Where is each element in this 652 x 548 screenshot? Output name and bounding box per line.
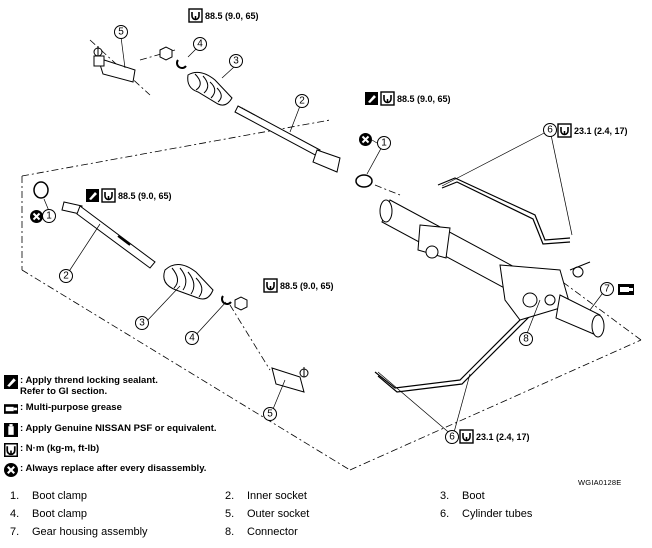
callout-2-upper: 2 [295, 94, 309, 108]
svg-text:88.5 (9.0, 65): 88.5 (9.0, 65) [205, 11, 259, 21]
grease-icon [618, 284, 634, 295]
svg-text:4: 4 [197, 39, 203, 50]
svg-text:2: 2 [299, 96, 305, 107]
torque-callout-tube-upper: 23.1 (2.4, 17) [557, 123, 628, 138]
part-item: 3.Boot [440, 490, 485, 502]
callout-8: 8 [519, 332, 533, 346]
psf-icon [4, 423, 18, 437]
callout-1-lower: 1 [42, 209, 56, 223]
torque-callout-lower-outer: 88.5 (9.0, 65) [263, 278, 334, 293]
parts-list: 1.Boot clamp 2.Inner socket 3.Boot 4.Boo… [0, 488, 652, 548]
replace-icon [358, 132, 373, 147]
svg-text:6: 6 [547, 125, 553, 136]
part-item: 8.Connector [225, 526, 298, 538]
svg-text:1: 1 [46, 211, 52, 222]
svg-text:5: 5 [267, 409, 273, 420]
svg-text:88.5 (9.0, 65): 88.5 (9.0, 65) [280, 281, 334, 291]
part-item: 6.Cylinder tubes [440, 508, 533, 520]
svg-text:2: 2 [63, 271, 69, 282]
replace-icon [29, 209, 44, 224]
grease-icon [4, 404, 18, 414]
callout-3-lower: 3 [135, 316, 149, 330]
svg-text:7: 7 [604, 284, 610, 295]
svg-text:23.1 (2.4, 17): 23.1 (2.4, 17) [476, 432, 530, 442]
callout-1-upper: 1 [377, 136, 391, 150]
legend-text: : Apply thrend locking sealant. Refer to… [20, 375, 158, 397]
callout-6-lower: 6 [445, 430, 459, 444]
svg-text:5: 5 [118, 27, 124, 38]
figure-id: WGIA0128E [578, 478, 622, 487]
replace-icon [4, 463, 18, 477]
part-item: 7.Gear housing assembly [10, 526, 148, 538]
sealant-icon [86, 189, 99, 202]
inner-socket-lower [61, 201, 156, 269]
legend-text: : Apply Genuine NISSAN PSF or equivalent… [20, 423, 217, 434]
sealant-icon [365, 92, 378, 105]
part-item: 1.Boot clamp [10, 490, 88, 502]
gear-housing-assembly [379, 199, 605, 338]
callout-4-lower: 4 [185, 331, 199, 345]
legend-row-psf: : Apply Genuine NISSAN PSF or equivalent… [4, 423, 217, 437]
outer-socket-lower [271, 367, 309, 393]
leader-lines [43, 36, 606, 437]
boot-clamp-ring-lower [33, 181, 49, 199]
boot-clamp-ring-upper [355, 174, 373, 188]
cylinder-tube-upper [437, 177, 571, 245]
outer-socket-upper [93, 46, 136, 83]
part-item: 4.Boot clamp [10, 508, 88, 520]
svg-text:8: 8 [523, 334, 529, 345]
svg-text:6: 6 [449, 432, 455, 443]
legend-row-grease: : Multi-purpose grease [4, 402, 122, 416]
torque-callout-tube-lower: 23.1 (2.4, 17) [459, 429, 530, 444]
callout-2-lower: 2 [59, 269, 73, 283]
torque-callout-upper-outer: 88.5 (9.0, 65) [188, 8, 259, 23]
svg-text:88.5 (9.0, 65): 88.5 (9.0, 65) [118, 191, 172, 201]
svg-text:3: 3 [139, 318, 145, 329]
callout-7: 7 [600, 282, 614, 296]
legend-text: : Multi-purpose grease [20, 402, 122, 413]
callout-5-lower: 5 [263, 407, 277, 421]
legend-row-torque: : N·m (kg-m, ft-lb) [4, 443, 99, 457]
callout-3-upper: 3 [229, 54, 243, 68]
legend-text: : Always replace after every disassembly… [20, 463, 207, 474]
boot-upper [187, 71, 233, 106]
sealant-icon [4, 375, 18, 389]
svg-text:88.5 (9.0, 65): 88.5 (9.0, 65) [397, 94, 451, 104]
legend-text: : N·m (kg-m, ft-lb) [20, 443, 100, 454]
svg-text:23.1 (2.4, 17): 23.1 (2.4, 17) [574, 126, 628, 136]
boot-lower [163, 264, 214, 300]
svg-text:1: 1 [381, 138, 387, 149]
boot-clamp-upper [159, 46, 187, 69]
torque-callout-upper-inner: 88.5 (9.0, 65) [365, 91, 451, 106]
callout-5-upper: 5 [114, 25, 128, 39]
boot-clamp-lower [221, 295, 248, 311]
torque-icon [4, 443, 18, 457]
callout-6-upper: 6 [543, 123, 557, 137]
callout-4-upper: 4 [193, 37, 207, 51]
part-item: 5.Outer socket [225, 508, 310, 520]
cylinder-tube-lower [374, 299, 543, 393]
part-item: 2.Inner socket [225, 490, 307, 502]
legend-row-sealant: : Apply thrend locking sealant. Refer to… [4, 375, 158, 397]
torque-callout-lower-inner: 88.5 (9.0, 65) [86, 188, 172, 203]
svg-text:3: 3 [233, 56, 239, 67]
legend-row-replace: : Always replace after every disassembly… [4, 463, 206, 477]
svg-text:4: 4 [189, 333, 195, 344]
inner-socket-upper [234, 105, 341, 173]
